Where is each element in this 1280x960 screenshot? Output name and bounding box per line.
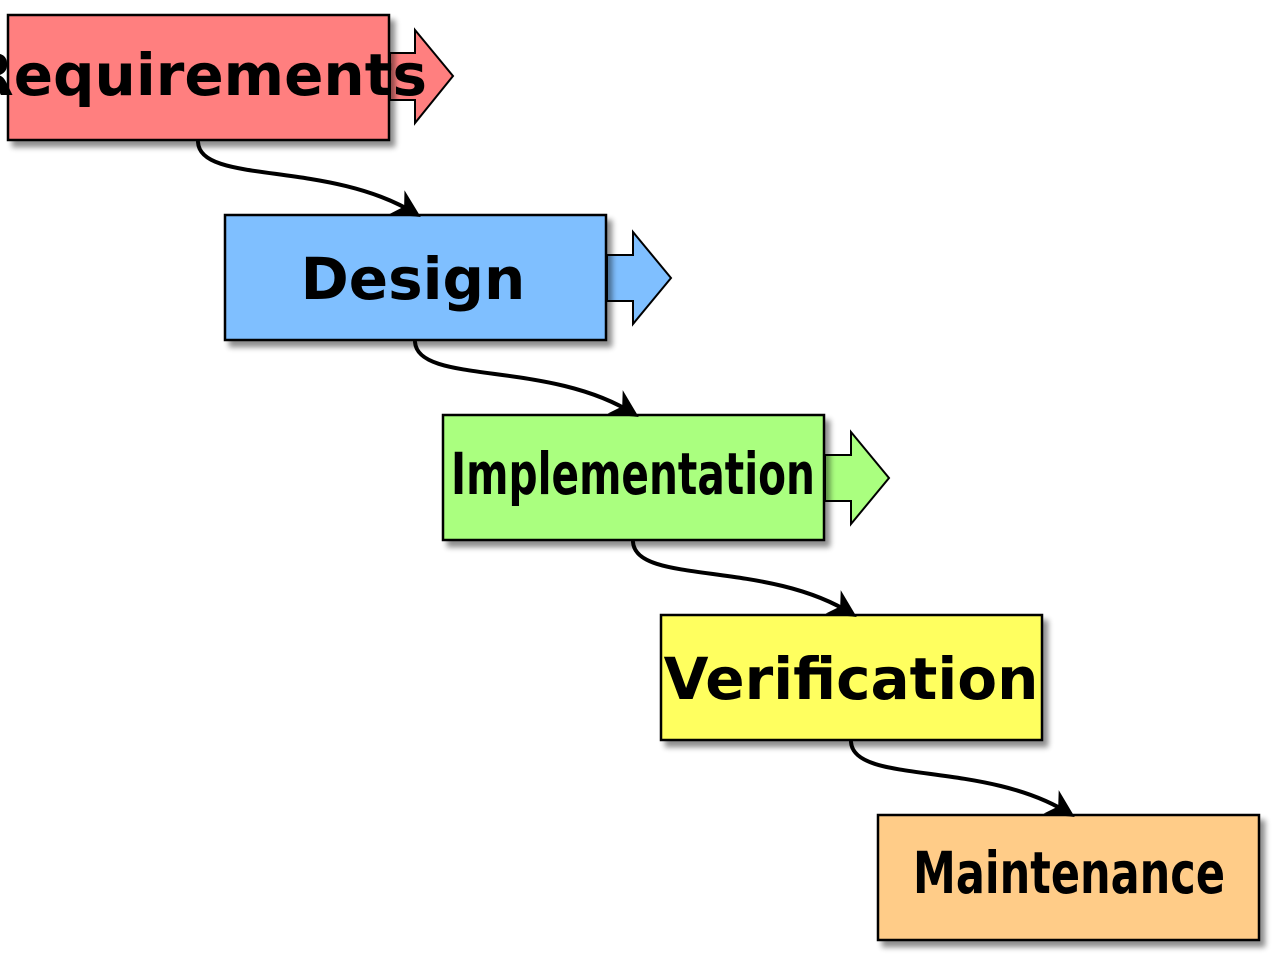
right-arrow-icon [389, 27, 455, 126]
stage-label-requirements: Requirements [0, 41, 427, 109]
stage-box-implementation [441, 413, 826, 542]
stage-box-requirements [6, 13, 391, 142]
curved-arrow-icon [413, 340, 639, 418]
stage-design: Design [223, 213, 673, 342]
right-arrow-icon [606, 229, 673, 327]
stage-label-implementation: Implementation [451, 440, 815, 508]
stage-label-verification: Verification [664, 645, 1039, 713]
stage-box-verification [659, 613, 1044, 742]
curved-arrow-icon [849, 740, 1075, 818]
stage-requirements: Requirements [0, 13, 455, 142]
stage-box-maintenance [876, 813, 1261, 942]
stage-label-design: Design [301, 245, 526, 313]
stage-verification: Verification [659, 613, 1044, 742]
curved-arrow-icon [631, 540, 857, 618]
stage-implementation: Implementation [441, 413, 891, 542]
curved-arrow-icon [196, 140, 421, 217]
stage-label-maintenance: Maintenance [913, 839, 1225, 907]
stage-maintenance: Maintenance [876, 813, 1261, 942]
right-arrow-icon [824, 429, 891, 527]
